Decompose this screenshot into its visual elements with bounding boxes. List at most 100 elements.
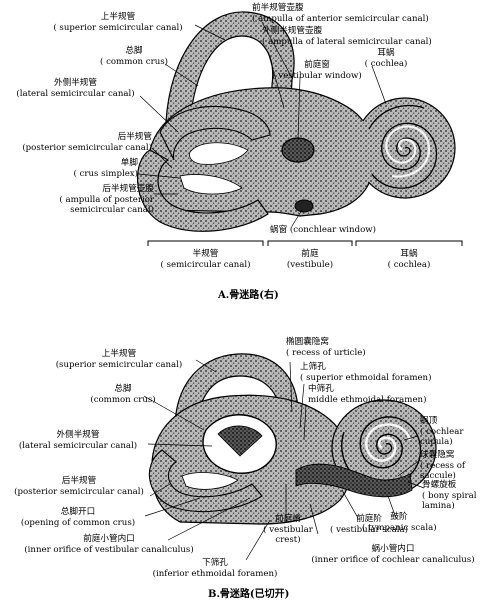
label-b-posterior-canal-en: (posterior semicircular canal) (14, 486, 144, 497)
label-b-inner-orifice-cochlear-zh: 蜗小管内口 (371, 544, 415, 554)
superior-canal-shape (165, 11, 295, 123)
label-b-cochlear-cupula-zh: 蜗顶 (420, 416, 438, 426)
label-b-recess-saccule-zh: 球囊隐窝 (420, 450, 455, 460)
label-b-opening-common-crus-en: (opening of common crus) (20, 517, 136, 528)
label-b-superior-ethmoidal-en: ( superior ethmoidal foramen) (300, 372, 432, 383)
region-a-vestibule-zh: 前庭 (301, 249, 319, 259)
label-a-crus-simplex-en: ( crus simplex) (73, 168, 138, 179)
label-b-vestibular-crest-en1: ( vestibular (263, 524, 313, 535)
label-a-lateral-canal-zh: 外侧半规管 (54, 78, 97, 88)
label-a-cochlea-en: ( cochlea) (364, 58, 408, 69)
label-a-ampulla-posterior-en2: semicircular canal) (70, 205, 154, 215)
label-a-superior-canal-zh: 上半规管 (100, 12, 136, 22)
label-b-opening-common-crus: 总脚开口 (opening of common crus) (8, 507, 148, 528)
label-a-lateral-canal: 外侧半规管 (lateral semicircular canal) (8, 78, 143, 99)
region-a-vestibule: 前庭 (vestibule) (268, 249, 352, 270)
label-b-tympanic-scala-en: ( tympanic scala) (362, 522, 437, 533)
label-b-lateral-canal: 外侧半规管 (lateral semicircular canal) (8, 430, 148, 451)
label-b-bony-spiral-lamina-en2: lamina) (422, 501, 455, 511)
region-a-semicircular-canal-en: ( semicircular canal) (160, 259, 251, 270)
label-a-vestibular-window: 前庭窗 ( vestibular window) (272, 60, 362, 81)
region-a-cochlea: 耳蜗 ( cochlea) (356, 249, 462, 270)
label-a-superior-canal-en: ( superior semicircular canal) (53, 22, 183, 33)
label-a-ampulla-posterior: 后半规管壶腹 ( ampulla of posterior semicircul… (30, 184, 154, 216)
b-posterior-canal-shape (148, 449, 263, 513)
label-a-ampulla-lateral: 外侧半规管壶腹 ( ampulla of lateral semicircula… (262, 26, 432, 47)
label-b-middle-ethmoidal-en: middle ethmoidal foramen) (308, 394, 427, 405)
bridge-shape (340, 118, 372, 198)
region-a-semicircular-canal: 半规管 ( semicircular canal) (148, 249, 263, 270)
canal-opening-2 (179, 174, 243, 195)
label-b-superior-canal-en: (superior semicircular canal) (55, 359, 183, 370)
label-b-posterior-canal: 后半规管 (posterior semicircular canal) (4, 476, 154, 497)
cochlear-window-shape (294, 199, 314, 213)
label-a-crus-simplex: 单脚 ( crus simplex) (40, 158, 138, 179)
b-lateral-canal-inner (217, 425, 263, 457)
label-a-vestibular-window-zh: 前庭窗 (304, 60, 330, 70)
label-b-inferior-ethmoidal-en: (inferior ethmoidal foramen) (152, 568, 278, 579)
cochlea-spiral-light (385, 125, 431, 178)
label-a-posterior-canal-en: (posterior semicircular canal) (22, 142, 152, 153)
label-b-recess-saccule: 球囊隐窝 ( recess of saccule) (420, 450, 465, 482)
label-b-cochlear-cupula-en2: cupula) (420, 437, 453, 447)
label-b-tympanic-scala: 鼓阶 ( tympanic scala) (362, 512, 437, 533)
label-b-vestibular-crest-en2: crest) (275, 535, 301, 545)
label-b-lateral-canal-zh: 外侧半规管 (56, 430, 100, 440)
caption-figure-a: A.骨迷路(右) (218, 290, 279, 301)
figure-a-region-brackets (147, 240, 463, 246)
label-b-lateral-canal-en: (lateral semicircular canal) (18, 440, 138, 451)
label-b-bony-spiral-lamina-zh: 骨螺旋板 (422, 480, 457, 490)
label-b-common-crus: 总脚 (common crus) (84, 384, 162, 405)
label-b-inferior-ethmoidal-zh: 下筛孔 (202, 558, 228, 568)
label-b-tympanic-scala-zh: 鼓阶 (390, 512, 408, 522)
posterior-canal-shape (137, 149, 269, 232)
label-b-middle-ethmoidal: 中筛孔 middle ethmoidal foramen) (308, 384, 426, 405)
label-b-cochlear-cupula-en1: ( cochlear (420, 426, 464, 437)
label-b-inner-orifice-cochlear: 蜗小管内口 (inner orifice of cochlear canalic… (300, 544, 486, 565)
label-b-superior-ethmoidal: 上筛孔 ( superior ethmoidal foramen) (300, 362, 431, 383)
label-a-superior-canal: 上半规管 ( superior semicircular canal) (38, 12, 198, 33)
label-a-vestibular-window-en: ( vestibular window) (272, 70, 362, 81)
label-b-superior-canal-zh: 上半规管 (101, 349, 137, 359)
label-b-vestibular-scala-zh: 前庭阶 (356, 514, 382, 524)
label-a-cochlea-zh: 耳蜗 (377, 48, 395, 58)
label-a-ampulla-lateral-zh: 外侧半规管壶腹 (262, 26, 323, 36)
label-b-inner-orifice-vestibular-zh: 前庭小管内口 (83, 534, 135, 544)
label-b-vestibular-crest-zh: 前庭嵴 (275, 514, 301, 524)
label-b-inner-orifice-cochlear-en: (inner orifice of cochlear canaliculus) (311, 554, 475, 565)
caption-figure-b: B.骨迷路(已切开) (208, 589, 290, 600)
region-a-cochlea-en: ( cochlea) (387, 259, 431, 270)
label-a-cochlear-window: 蜗窗 (conchlear window) (270, 225, 376, 236)
label-a-lateral-canal-en: (lateral semicircular canal) (16, 88, 135, 99)
canal-opening-1 (189, 142, 249, 165)
label-b-vestibular-scala: 前庭阶 ( vestibular scala) (330, 514, 408, 535)
figure-b-leader-lines (143, 359, 425, 561)
label-b-bony-spiral-lamina: 骨螺旋板 ( bony spiral lamina) (422, 480, 477, 512)
label-a-ampulla-anterior-en: ( ampulla of anterior semicircular canal… (252, 13, 429, 24)
b-posterior-canal-opening (181, 472, 239, 490)
label-b-common-crus-en: (common crus) (90, 394, 156, 405)
label-b-common-crus-zh: 总脚 (114, 384, 132, 394)
region-a-semicircular-canal-zh: 半规管 (192, 249, 219, 259)
b-scala-band (295, 463, 413, 498)
label-b-posterior-canal-zh: 后半规管 (61, 476, 97, 486)
label-a-common-crus: 总脚 ( common crus) (94, 46, 174, 67)
lateral-canal-shape (159, 106, 271, 161)
label-b-inner-orifice-vestibular: 前庭小管内口 (inner orifice of vestibular cana… (4, 534, 214, 555)
label-b-inferior-ethmoidal: 下筛孔 (inferior ethmoidal foramen) (140, 558, 290, 579)
label-a-cochlear-window-text: 蜗窗 (conchlear window) (270, 225, 376, 235)
b-cochlea-spiral-light (365, 423, 412, 462)
label-b-vestibular-crest: 前庭嵴 ( vestibular crest) (262, 514, 314, 546)
label-a-ampulla-lateral-en: ( ampulla of lateral semicircular canal) (262, 36, 432, 47)
figure-b-drawing (148, 353, 437, 525)
label-b-recess-utricle-zh: 椭圆囊隐窝 (286, 337, 329, 347)
label-b-superior-canal: 上半规管 (superior semicircular canal) (44, 349, 194, 370)
region-a-vestibule-en: (vestibule) (286, 259, 334, 270)
label-b-inner-orifice-vestibular-en: (inner orifice of vestibular canaliculus… (24, 544, 194, 555)
figure-a-drawing (137, 11, 456, 232)
label-b-superior-ethmoidal-zh: 上筛孔 (300, 362, 326, 372)
label-a-ampulla-posterior-en1: ( ampulla of posterior (59, 194, 154, 205)
label-b-recess-saccule-en1: ( recess of (420, 460, 466, 471)
label-a-posterior-canal: 后半规管 (posterior semicircular canal) (0, 132, 152, 153)
